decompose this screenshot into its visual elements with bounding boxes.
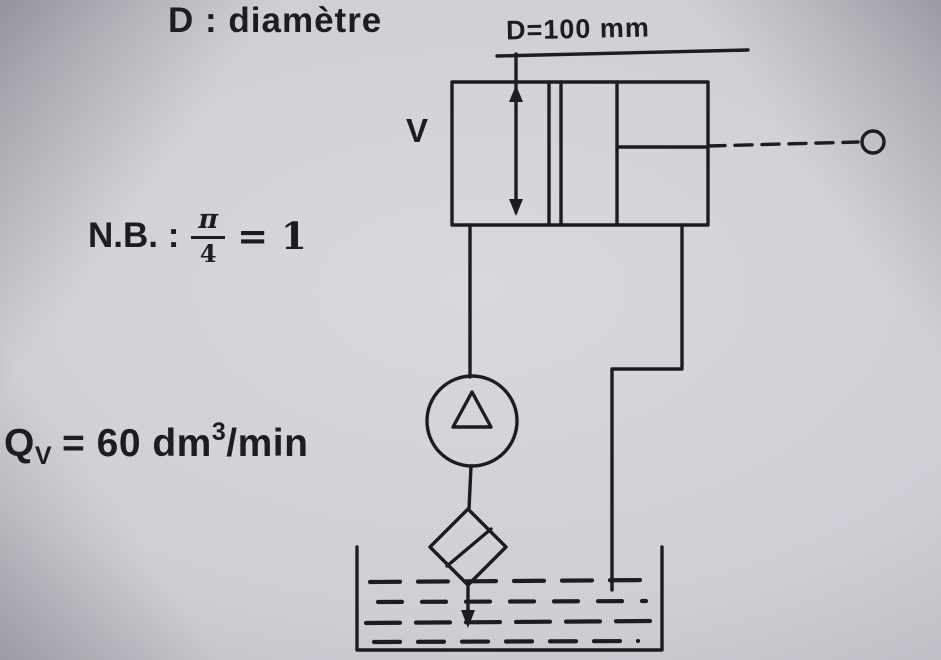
note-prefix: N.B. : bbox=[88, 216, 180, 255]
piston bbox=[547, 80, 619, 227]
note-result: = 1 bbox=[237, 214, 307, 258]
diameter-caption: D : diamètre bbox=[168, 1, 383, 40]
flow-value: = 60 dm bbox=[62, 422, 212, 465]
velocity-label: V bbox=[406, 112, 429, 149]
flow-symbol: Q bbox=[4, 422, 35, 465]
pump bbox=[425, 374, 519, 468]
diameter-value-label: D=100 mm bbox=[505, 12, 651, 46]
note-formula: N.B. : π 4 = 1 bbox=[88, 206, 307, 266]
flow-unit: /min bbox=[226, 422, 309, 465]
piston-rod bbox=[615, 140, 860, 149]
dimension-underline bbox=[495, 48, 750, 58]
suction-filter bbox=[428, 507, 508, 587]
tank-liquid bbox=[363, 577, 653, 645]
reservoir-tank bbox=[355, 545, 664, 652]
flow-subscript: V bbox=[34, 442, 53, 470]
fraction-denominator: 4 bbox=[199, 239, 217, 268]
bore-dimension-arrow bbox=[509, 52, 523, 216]
supply-line bbox=[461, 223, 475, 628]
fraction-numerator: π bbox=[191, 206, 226, 239]
flow-rate-label: QV = 60 dm3/min bbox=[4, 418, 308, 471]
rod-end-eye bbox=[860, 129, 886, 155]
pi-over-four-fraction: π 4 bbox=[191, 206, 226, 268]
hydraulic-cylinder bbox=[450, 80, 710, 227]
return-line bbox=[610, 223, 684, 592]
flow-exponent: 3 bbox=[211, 418, 227, 446]
